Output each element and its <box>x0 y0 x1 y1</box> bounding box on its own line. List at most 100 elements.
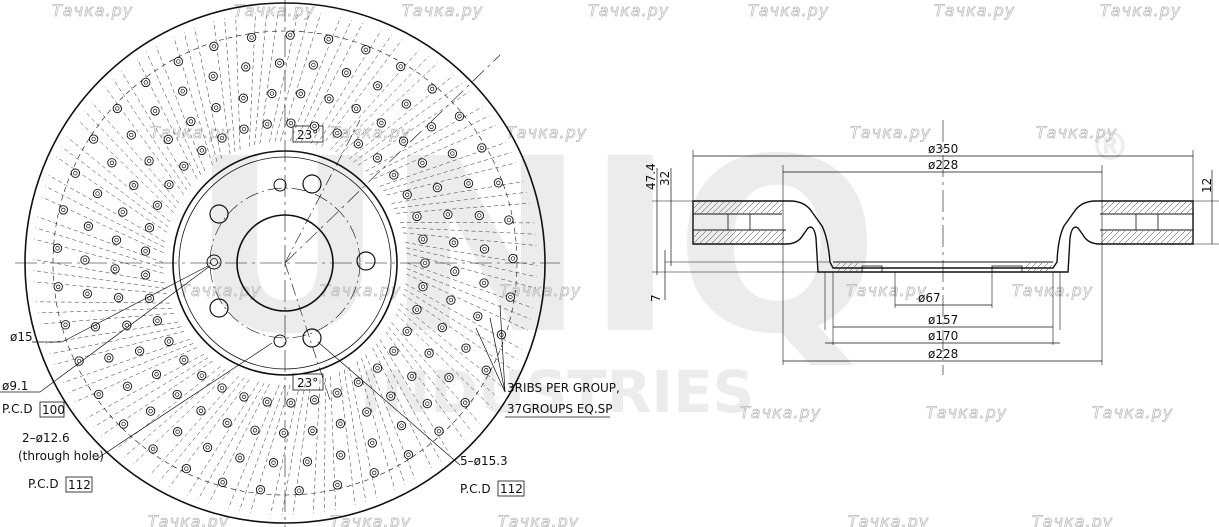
cooling-rib <box>343 369 367 502</box>
drilled-hole-inner <box>297 488 302 493</box>
drilled-hole-inner <box>148 408 153 414</box>
drilled-hole <box>427 84 437 94</box>
brand-watermark-text: UNIQ <box>190 107 879 387</box>
drilled-hole-inner <box>414 214 420 219</box>
drilled-hole <box>479 278 489 288</box>
drilled-hole <box>460 398 470 408</box>
drilled-hole <box>255 485 266 495</box>
hatch-line <box>849 262 859 272</box>
drilled-hole <box>145 406 156 416</box>
drilled-hole <box>418 234 428 244</box>
drilled-hole <box>477 143 487 153</box>
drilled-hole <box>474 210 484 221</box>
small-hole-diameter-label: ø9.1 <box>2 379 28 393</box>
drilled-hole <box>172 389 182 400</box>
drilled-hole-inner <box>277 60 282 66</box>
drilled-hole <box>450 266 460 277</box>
drilled-hole <box>179 161 189 171</box>
cooling-rib <box>254 11 268 145</box>
drilled-hole-inner <box>375 83 380 88</box>
cooling-rib <box>227 384 280 509</box>
total-height-label: 47.4 <box>644 163 658 190</box>
ribs-note-line2: 37GROUPS EQ.SP <box>507 402 613 416</box>
drilled-hole <box>437 322 447 333</box>
cooling-rib <box>340 62 439 155</box>
drilled-hole-inner <box>181 163 187 169</box>
cooling-rib <box>379 142 507 187</box>
hatch-line <box>1130 230 1144 244</box>
outer-diameter-label: ø350 <box>928 142 958 156</box>
hatch-line <box>1190 241 1193 244</box>
drilled-hole-inner <box>114 237 119 243</box>
drilled-hole <box>209 41 219 52</box>
drilled-hole-inner <box>312 397 317 403</box>
leader-line <box>317 341 461 466</box>
drilled-hole <box>164 336 174 347</box>
site-watermark: Тачка.ру <box>588 1 669 20</box>
hatch-line <box>1166 230 1180 244</box>
hatch-line <box>753 230 767 244</box>
drilled-hole <box>104 353 114 363</box>
cooling-rib <box>397 308 499 398</box>
drilled-hole <box>372 363 383 373</box>
cooling-rib <box>292 382 311 515</box>
cooling-rib <box>315 34 392 146</box>
drilled-hole-inner <box>310 428 315 433</box>
site-watermark: Тачка.ру <box>934 1 1015 20</box>
pcd-label: P.C.D <box>460 482 491 496</box>
cooling-rib <box>405 283 522 350</box>
drilled-hole <box>407 371 417 381</box>
cooling-rib <box>369 115 490 176</box>
cooling-rib <box>46 321 179 344</box>
drilled-hole-inner <box>181 357 187 363</box>
cooling-rib <box>280 13 322 142</box>
drilled-hole-inner <box>86 224 91 229</box>
drilled-hole <box>222 418 232 428</box>
drilled-hole <box>172 427 183 437</box>
cooling-rib <box>54 331 184 365</box>
drilled-hole <box>369 468 379 478</box>
brand-watermark: UNIQ ® INDUSTRIES <box>190 107 1130 426</box>
site-watermark: Тачка.ру <box>1012 281 1093 300</box>
hatch-line <box>742 201 755 214</box>
cooling-rib <box>49 326 182 355</box>
hatch-line <box>1178 230 1192 244</box>
through-hole-note: (through hole) <box>18 449 104 463</box>
cooling-rib <box>295 19 352 142</box>
cooling-rib <box>146 52 202 175</box>
drilled-hole-inner <box>379 120 384 126</box>
cooling-rib <box>365 354 416 479</box>
cooling-rib <box>149 375 240 476</box>
drilled-hole-inner <box>451 240 456 245</box>
cooling-rib <box>406 268 531 320</box>
site-watermark: Тачка.ру <box>1092 403 1173 422</box>
hatch-line <box>760 201 773 214</box>
hatch-line <box>748 201 761 214</box>
drilled-hole <box>196 406 206 416</box>
cooling-rib <box>239 384 285 511</box>
drilled-hole-inner <box>326 37 331 42</box>
cooling-rib <box>124 369 226 458</box>
drilled-hole <box>323 34 334 44</box>
drilled-hole-inner <box>205 445 210 450</box>
cooling-rib <box>259 11 279 144</box>
angle-bottom-label: 23° <box>297 376 318 390</box>
drilled-hole-inner <box>477 213 482 218</box>
drilled-hole <box>74 356 84 366</box>
bolt-hole <box>356 251 376 271</box>
center-line-diagonal <box>284 262 331 401</box>
section-hatching <box>693 201 1193 272</box>
hatch-line <box>1160 230 1174 244</box>
drilled-hole-inner <box>288 400 294 406</box>
through-hole <box>273 178 287 192</box>
cooling-rib <box>312 379 321 514</box>
drilled-hole <box>332 388 342 398</box>
cooling-rib <box>270 384 301 515</box>
drilled-hole <box>443 209 453 220</box>
drilled-hole <box>140 246 151 256</box>
cooling-rib <box>394 192 527 209</box>
hatch-line <box>711 230 725 244</box>
drilled-hole-inner <box>249 35 254 40</box>
drilled-hole-inner <box>510 256 516 261</box>
site-watermark: Тачка.ру <box>1100 1 1181 20</box>
